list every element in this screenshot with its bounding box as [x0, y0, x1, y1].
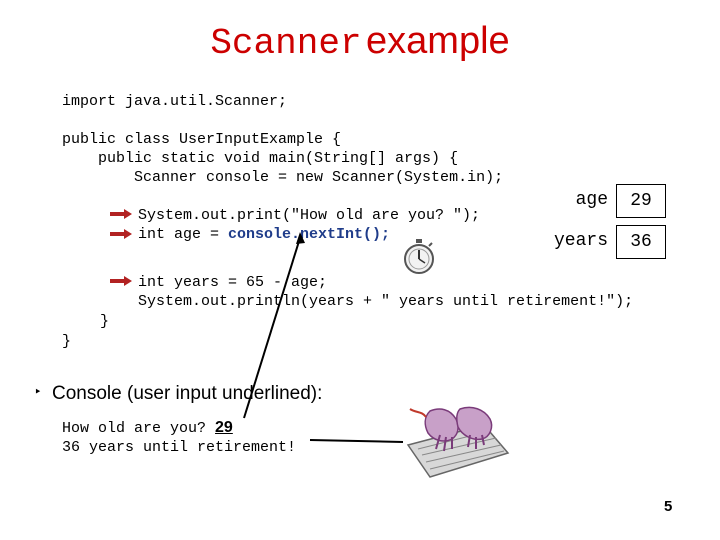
code-close-class: }	[62, 333, 72, 350]
bullet-text: Console (user input underlined):	[52, 383, 323, 404]
arrow-right-icon	[110, 209, 132, 219]
code-print-line: System.out.print("How old are you? ");	[138, 207, 481, 224]
variable-age-value: 29	[616, 184, 666, 218]
bullet-marker: ‣	[34, 384, 42, 399]
stopwatch-icon	[404, 239, 434, 274]
connector-arrowhead-icon	[296, 232, 305, 244]
console-line-2: 36 years until retirement!	[62, 439, 297, 456]
title-code-part: Scanner	[210, 23, 362, 64]
code-import: import java.util.Scanner;	[62, 93, 288, 110]
variable-age-label: age	[575, 190, 608, 210]
code-years-line: int years = 65 - age;	[138, 274, 328, 291]
arrow-right-icon	[110, 229, 132, 239]
variable-years-value: 36	[616, 225, 666, 259]
title-text-part: example	[366, 20, 510, 62]
code-main-decl: public static void main(String[] args) {	[62, 150, 459, 167]
code-close-method: }	[100, 313, 110, 330]
code-age-call: console.nextInt();	[228, 226, 391, 243]
typing-hands-clipart	[406, 406, 510, 478]
code-println-line: System.out.println(years + " years until…	[138, 293, 634, 310]
console-user-input: 29	[215, 419, 233, 436]
console-line-1: How old are you? 29	[62, 418, 233, 438]
slide-title: Scanner example	[0, 20, 720, 64]
code-class-decl: public class UserInputExample {	[62, 131, 342, 148]
variable-years-label: years	[553, 231, 608, 251]
console-prompt: How old are you?	[62, 420, 216, 437]
code-scanner-line: Scanner console = new Scanner(System.in)…	[62, 169, 504, 186]
code-age-line: int age = console.nextInt();	[138, 225, 390, 244]
arrow-right-icon	[110, 276, 132, 286]
page-number: 5	[664, 498, 673, 515]
code-age-prefix: int age =	[138, 226, 229, 243]
